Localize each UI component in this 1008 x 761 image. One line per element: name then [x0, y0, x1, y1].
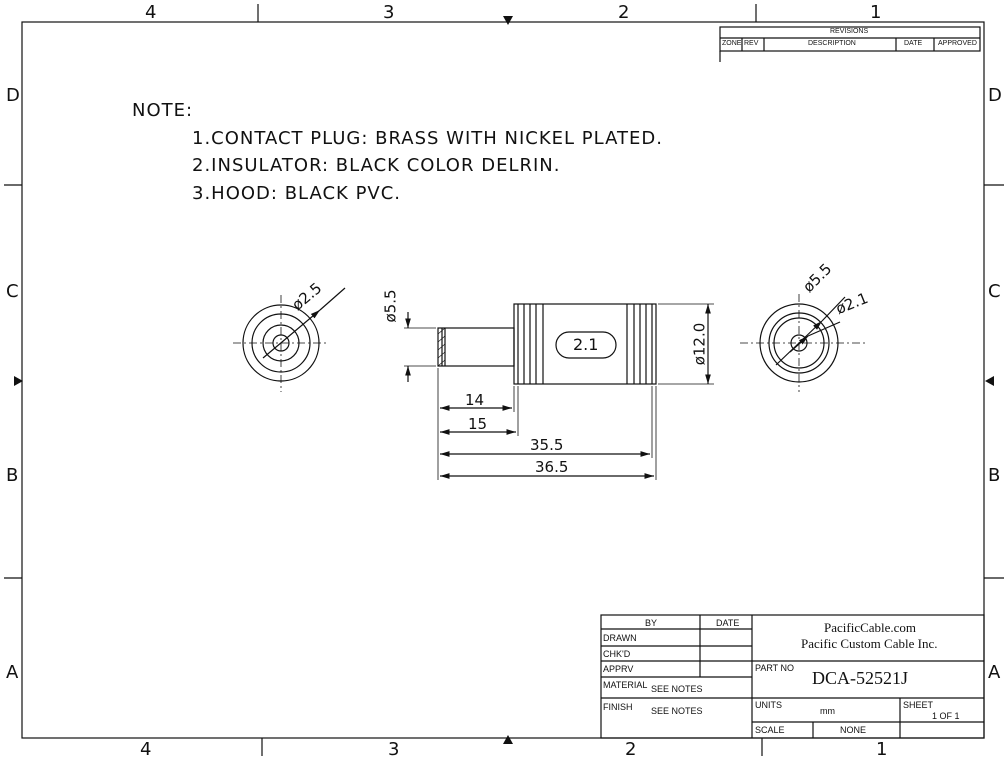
zone-right-a: A [988, 662, 1001, 683]
dim-15-label: 15 [468, 415, 488, 433]
tb-sheet-value: 1 OF 1 [932, 711, 960, 721]
body-marking-label: 2.1 [573, 335, 599, 354]
title-block-lines [600, 614, 985, 739]
zone-bottom-1: 1 [876, 739, 888, 760]
tb-scale-value: NONE [840, 725, 867, 735]
bottom-center-arrow [503, 735, 513, 744]
zone-right-d: D [988, 85, 1002, 106]
tb-material-value: SEE NOTES [651, 684, 703, 694]
revisions-block [719, 26, 981, 52]
tb-units-label: UNITS [755, 700, 782, 710]
zone-left-d: D [6, 85, 20, 106]
tb-finish-label: FINISH [603, 702, 633, 712]
note-item-1: 1.CONTACT PLUG: BRASS WITH NICKEL PLATED… [192, 128, 663, 149]
revisions-title: REVISIONS [830, 28, 869, 35]
zone-left-a: A [6, 662, 19, 683]
left-end-view [233, 287, 346, 392]
left-center-arrow [14, 376, 23, 386]
zone-right-b: B [988, 465, 1001, 486]
tb-sheet-label: SHEET [903, 700, 934, 710]
dim-35-5-label: 35.5 [530, 436, 564, 454]
zone-top-3: 3 [383, 2, 395, 23]
right-end-view [740, 294, 866, 392]
revisions-rev: REV [744, 40, 759, 47]
zone-left-b: B [6, 465, 19, 486]
body-dia-label: ø12.0 [690, 322, 709, 366]
zone-bottom-4: 4 [140, 739, 152, 760]
revisions-description: DESCRIPTION [808, 40, 856, 47]
zone-bottom-3: 3 [388, 739, 400, 760]
zone-right-c: C [988, 281, 1001, 302]
dim-36-5-label: 36.5 [535, 458, 569, 476]
revisions-zone: ZONE [722, 40, 742, 47]
side-view [404, 303, 714, 480]
tb-material-label: MATERIAL [603, 680, 648, 690]
zone-top-4: 4 [145, 2, 157, 23]
tb-apprv: APPRV [603, 664, 634, 674]
tb-by: BY [645, 618, 658, 628]
note-item-3: 3.HOOD: BLACK PVC. [192, 183, 402, 204]
tb-units-value: mm [820, 706, 835, 716]
part-number: DCA-52521J [812, 668, 909, 688]
dim-14-label: 14 [465, 391, 485, 409]
zone-left-c: C [6, 281, 19, 302]
note-item-2: 2.INSULATOR: BLACK COLOR DELRIN. [192, 155, 561, 176]
drawing-border [21, 21, 985, 739]
tb-drawn: DRAWN [603, 633, 637, 643]
body-label-box [555, 331, 617, 359]
revisions-approved: APPROVED [938, 40, 977, 47]
company-web: PacificCable.com [824, 620, 917, 635]
tb-part-no-label: PART NO [755, 663, 795, 673]
company-name: Pacific Custom Cable Inc. [801, 636, 938, 651]
top-center-arrow [503, 16, 513, 25]
tb-scale-label: SCALE [755, 725, 785, 735]
tb-chkd: CHK'D [603, 649, 631, 659]
pin-dia-label: ø5.5 [381, 289, 400, 323]
notes-heading: NOTE: [132, 100, 194, 121]
right-center-arrow [985, 376, 994, 386]
zone-top-1: 1 [870, 2, 882, 23]
tb-finish-value: SEE NOTES [651, 706, 703, 716]
zone-bottom-2: 2 [625, 739, 637, 760]
zone-top-2: 2 [618, 2, 630, 23]
revisions-date: DATE [904, 40, 923, 47]
tb-date: DATE [716, 618, 740, 628]
